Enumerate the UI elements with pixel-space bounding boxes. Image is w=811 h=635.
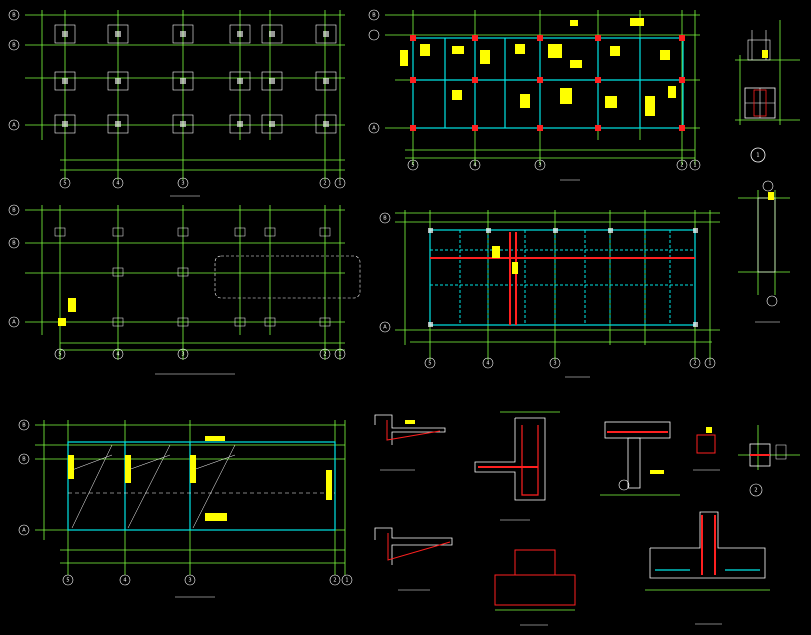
axis-label: 5	[66, 578, 69, 584]
axis-label: 3	[181, 181, 184, 187]
column-section	[738, 180, 790, 323]
axis-label: 2	[693, 361, 696, 367]
axis-label: 3	[181, 352, 184, 358]
axis-label: 1	[708, 361, 711, 367]
axis-label: B	[12, 13, 16, 19]
axis-label: 3	[188, 578, 191, 584]
beam-joint-detail	[474, 411, 560, 521]
axis-label: 1	[338, 181, 341, 187]
detail-1: 1	[735, 20, 800, 163]
axis-label: 1	[345, 578, 348, 584]
foundation-plan: B B A 5 4 3 2 1	[8, 9, 346, 197]
detail-2: 2	[738, 425, 800, 497]
axis-label: B	[22, 423, 26, 429]
detail-number: 1	[756, 153, 759, 159]
eave-detail-2	[374, 527, 453, 591]
axis-label: 5	[411, 163, 414, 169]
axis-label: 5	[428, 361, 431, 367]
roof-plan: B A 5 4 3 2 1	[379, 210, 720, 378]
axis-label: 2	[323, 181, 326, 187]
footing-detail	[645, 511, 770, 625]
small-section	[693, 427, 720, 471]
axis-label: 4	[116, 181, 119, 187]
axis-label: A	[12, 320, 16, 326]
eave-detail-1	[374, 414, 446, 471]
axis-label: 5	[63, 181, 66, 187]
axis-label: 4	[473, 163, 476, 169]
axis-label: 2	[323, 352, 326, 358]
section-elevation: B B A 5 4 3 2 1	[18, 419, 353, 598]
axis-label: 5	[58, 352, 61, 358]
axis-label: A	[12, 123, 16, 129]
axis-label: B	[372, 13, 376, 19]
axis-label: 2	[680, 163, 683, 169]
axis-label: 4	[123, 578, 126, 584]
roof-frame-plan: B A 5 4 3 2 1	[368, 9, 701, 181]
axis-label: B	[383, 216, 387, 222]
axis-label: 2	[333, 578, 336, 584]
foundation-detail	[494, 549, 576, 626]
beam-section	[600, 421, 680, 496]
axis-label: A	[372, 126, 376, 132]
axis-label: B	[22, 457, 26, 463]
axis-label: B	[12, 208, 16, 214]
axis-label: 1	[338, 352, 341, 358]
axis-label: B	[12, 241, 16, 247]
axis-label: B	[12, 43, 16, 49]
column-plan: B B A 5 4 3 2 1	[8, 204, 361, 375]
axis-label: 3	[553, 361, 556, 367]
axis-label: A	[383, 325, 387, 331]
detail-number: 2	[754, 488, 757, 494]
axis-label: 4	[486, 361, 489, 367]
axis-label: A	[22, 528, 26, 534]
axis-label: 4	[116, 352, 119, 358]
axis-label: 1	[693, 163, 696, 169]
axis-label: 3	[538, 163, 541, 169]
